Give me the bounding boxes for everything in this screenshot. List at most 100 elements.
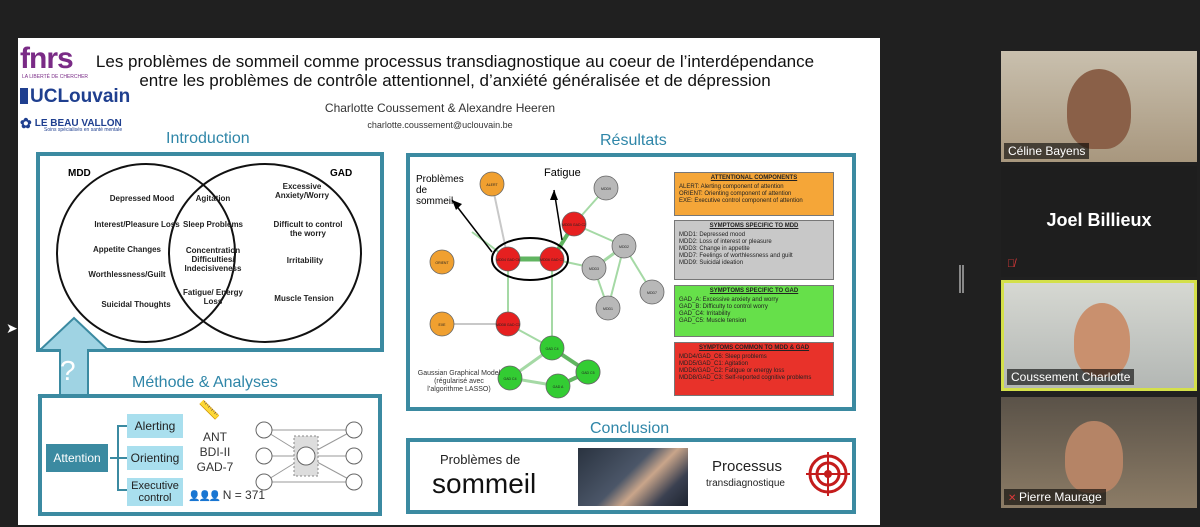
conclusion-heading: Conclusion — [590, 420, 670, 437]
participant-tile-active-speaker[interactable]: Coussement Charlotte — [1001, 280, 1197, 391]
participant-name: Céline Bayens — [1004, 143, 1090, 159]
orienting-box: Orienting — [127, 446, 183, 470]
legend-line: ALERT: Alerting component of attention — [679, 184, 784, 190]
methode-heading: Méthode & Analyses — [132, 374, 278, 391]
network-node-label: MDD6 GAD C1 — [540, 258, 564, 262]
legend-line: MDD9: Suicidal ideation — [679, 260, 744, 266]
legend-line: EXE: Executive control component of atte… — [679, 198, 803, 204]
poster-authors: Charlotte Coussement & Alexandre Heeren — [324, 101, 556, 115]
shared-item: Concentration Difficulties/ Indecisivene… — [184, 246, 242, 273]
fnrs-logo: fnrs — [20, 42, 74, 75]
legend-line: MDD6/GAD_C2: Fatigue or energy loss — [679, 368, 785, 374]
alerting-box: Alerting — [127, 414, 183, 438]
mdd-label: MDD — [68, 168, 91, 179]
gad-label: GAD — [330, 168, 353, 179]
conclusion-processus: Processus — [712, 458, 783, 475]
introduction-heading: Introduction — [166, 130, 250, 147]
participant-name-with-muted-mic: ✕Pierre Maurage — [1004, 489, 1106, 505]
beau-vallon-logo: ✿LE BEAU VALLON — [20, 115, 122, 131]
network-node-label: ALERT — [486, 183, 498, 187]
network-node — [479, 171, 505, 197]
gad-item: Irritability — [286, 256, 324, 265]
network-node-label: MDD2 — [619, 245, 629, 249]
mdd-item: Depressed Mood — [109, 194, 175, 203]
legend-heading: SYMPTOMS SPECIFIC TO MDD — [709, 223, 799, 229]
legend-line: ORIENT: Orienting component of attention — [679, 191, 792, 197]
network-node-label: GAD A — [553, 385, 564, 389]
question-mark: ? — [60, 355, 76, 386]
network-node — [639, 279, 665, 305]
network-node — [595, 295, 621, 321]
resultats-heading: Résultats — [600, 132, 667, 149]
fnrs-logo-subtitle: LA LIBERTÉ DE CHERCHER — [22, 74, 89, 80]
executive-control-box: Executive control — [127, 478, 183, 506]
mdd-item: Appetite Changes — [92, 245, 161, 254]
gad-item: Muscle Tension — [274, 294, 334, 303]
conclusion-problemes-de: Problèmes de — [440, 452, 521, 467]
methode-panel — [38, 394, 382, 516]
legend-line: MDD5/GAD_C1: Agitation — [679, 361, 749, 367]
uclouvain-logo: UCLouvain — [20, 86, 130, 108]
network-node — [561, 211, 587, 237]
beau-vallon-logo-subtitle: Soins spécialisés en santé mentale — [44, 127, 123, 133]
sample-size: 👤👤👤 N = 371 — [188, 488, 266, 502]
network-node — [581, 255, 607, 281]
network-node-label: EXE — [438, 323, 446, 327]
annotation-fatigue: Fatigue — [544, 167, 581, 179]
network-node — [495, 246, 521, 272]
network-node-label: GAD C5 — [581, 371, 594, 375]
target-icon — [806, 452, 850, 496]
network-diagram-thumbnail — [255, 421, 363, 491]
network-node — [593, 175, 619, 201]
participant-tile[interactable]: ✕Pierre Maurage — [1001, 397, 1197, 508]
legend-heading: SYMPTOMS COMMON TO MDD & GAD — [698, 345, 810, 351]
attention-box: Attention — [46, 444, 108, 472]
participant-name: Joel Billieux — [1046, 210, 1152, 230]
network-node-label: MDD7 — [647, 291, 657, 295]
poster-email: charlotte.coussement@uclouvain.be — [367, 120, 513, 130]
legend-line: MDD4/GAD_C6: Sleep problems — [679, 354, 767, 360]
participant-video — [1067, 69, 1131, 149]
legend-line: GAD_C5: Muscle tension — [679, 318, 747, 324]
participant-video — [1074, 303, 1130, 377]
annotation-sommeil: Problèmes de sommeil — [416, 174, 464, 207]
legend-line: MDD1: Depressed mood — [679, 232, 746, 238]
conclusion-transdiagnostique: transdiagnostique — [706, 478, 785, 489]
shared-item: Agitation — [195, 194, 231, 203]
conclusion-sommeil: sommeil — [432, 468, 537, 499]
network-node — [545, 373, 571, 399]
legend-line: GAD_C4: Irritability — [679, 311, 731, 317]
gad-circle — [168, 163, 362, 343]
shared-item: Sleep Problems — [182, 220, 244, 229]
network-node-label: MDD4 GAD C6 — [496, 258, 520, 262]
network-node-label: MDD1 — [603, 307, 613, 311]
network-node — [539, 335, 565, 361]
legend-line: MDD8/GAD_C3: Self-reported cognitive pro… — [679, 375, 812, 381]
network-node — [575, 359, 601, 385]
legend-line: GAD_A: Excessive anxiety and worry — [679, 297, 779, 303]
legend-heading: ATTENTIONAL COMPONENTS — [710, 175, 798, 181]
mic-muted-icon: 🎙̸ — [1007, 258, 1016, 270]
shared-item: Fatigue/ Energy Loss — [182, 288, 243, 306]
mdd-item: Worthlessness/Guilt — [88, 270, 166, 279]
legend-gad: SYMPTOMS SPECIFIC TO GAD GAD_A: Excessive… — [674, 285, 834, 337]
network-node-label: GAD C4 — [503, 377, 516, 381]
legend-line: MDD2: Loss of interest or pleasure — [679, 239, 772, 245]
ruler-icon: 📏 — [198, 400, 221, 420]
legend-heading: SYMPTOMS SPECIFIC TO GAD — [709, 288, 799, 294]
network-node — [611, 233, 637, 259]
mdd-item: Suicidal Thoughts — [101, 300, 171, 309]
legend-mdd: SYMPTOMS SPECIFIC TO MDD MDD1: Depressed … — [674, 220, 834, 280]
gad-item: Difficult to control the worry — [273, 220, 343, 238]
participant-tile[interactable]: Joel Billieux 🎙̸ — [1001, 166, 1197, 277]
network-node — [429, 249, 455, 275]
mic-muted-icon: ✕ — [1008, 493, 1017, 504]
panel-resize-handle[interactable] — [959, 265, 964, 293]
mouse-cursor-icon: ➤ — [6, 320, 18, 336]
sleepless-person-image — [578, 448, 688, 506]
poster-title: Les problèmes de sommeil comme processus… — [95, 52, 815, 90]
participant-tile[interactable]: Céline Bayens — [1001, 51, 1197, 162]
legend-line: MDD7: Feelings of worthlessness and guil… — [679, 253, 793, 259]
network-node — [497, 365, 523, 391]
